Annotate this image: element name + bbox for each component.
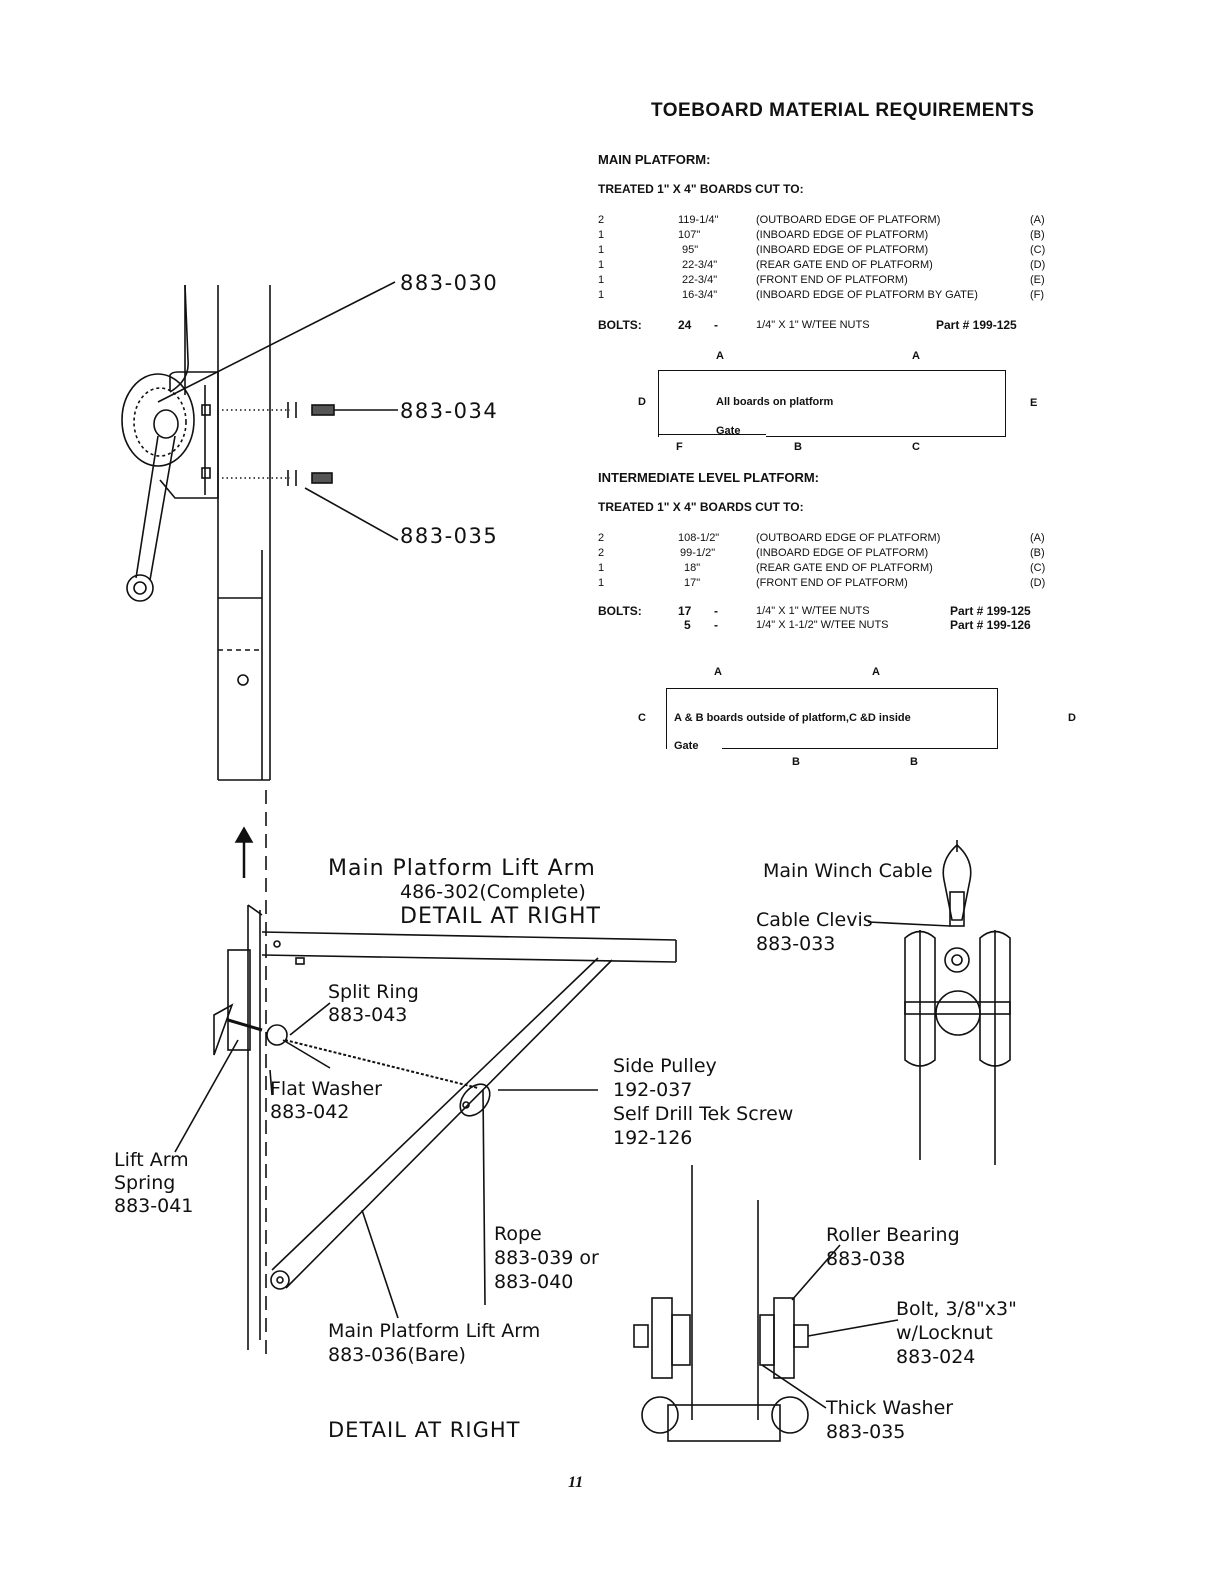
split-ring-pn: 883-043 — [328, 1004, 408, 1026]
bolt-label: w/Locknut — [896, 1322, 993, 1344]
gate-label: Gate — [716, 425, 741, 437]
roller-bearing-pn: 883-038 — [826, 1248, 906, 1270]
roller-detail — [633, 1165, 899, 1442]
intermediate-platform-heading: INTERMEDIATE LEVEL PLATFORM: — [598, 470, 819, 485]
lift-arm-title: Main Platform Lift Arm — [328, 856, 596, 881]
winch-bracket — [159, 371, 219, 499]
label-d: D — [1068, 712, 1076, 724]
platform-outline — [666, 688, 998, 749]
main-platform-heading: MAIN PLATFORM: — [598, 152, 711, 167]
main-platform-bolts: BOLTS: 24 - 1/4" X 1" W/TEE NUTS Part # … — [598, 318, 1017, 332]
spring-label: Spring — [114, 1172, 176, 1194]
rope-label: Rope — [494, 1223, 542, 1245]
spring-pn: 883-041 — [114, 1195, 194, 1217]
platform-bottom-edge — [658, 434, 766, 435]
part-883-034: 883-034 — [400, 399, 499, 423]
bolt-label: Bolt, 3/8"x3" — [896, 1298, 1017, 1320]
winch-drum — [121, 373, 195, 602]
rope-pn: 883-040 — [494, 1271, 574, 1293]
platform-outline — [658, 370, 1006, 437]
label-b: B — [910, 756, 918, 768]
label-a: A — [912, 350, 920, 362]
bolt-row: 5 - 1/4" X 1-1/2" W/TEE NUTS Part # 199-… — [684, 618, 1031, 632]
spring-label: Lift Arm — [114, 1149, 189, 1171]
platform-note: All boards on platform — [716, 396, 834, 408]
platform-note: A & B boards outside of platform,C &D in… — [674, 712, 911, 724]
tek-screw-pn: 192-126 — [613, 1127, 693, 1149]
roller-bearing-label: Roller Bearing — [826, 1224, 960, 1246]
label-b: B — [792, 756, 800, 768]
platform-bottom-edge — [722, 748, 998, 749]
bolt-pn: 883-024 — [896, 1346, 976, 1368]
clevis-label: Cable Clevis — [756, 909, 873, 931]
label-a: A — [716, 350, 724, 362]
label-e: E — [1030, 397, 1038, 409]
label-c: C — [638, 712, 646, 724]
bolt-035 — [287, 470, 399, 541]
intermediate-platform-diagram: A A C D A & B boards outside of platform… — [598, 662, 1098, 772]
side-pulley-pn: 192-037 — [613, 1079, 693, 1101]
page-number: 11 — [568, 1474, 584, 1491]
platform-bottom-edge — [766, 436, 1006, 437]
label-a: A — [872, 666, 880, 678]
main-platform-subheading: TREATED 1" X 4" BOARDS CUT TO: — [598, 182, 804, 196]
label-a: A — [714, 666, 722, 678]
page-title: TOEBOARD MATERIAL REQUIREMENTS — [651, 100, 1035, 121]
bare-arm-pn: 883-036(Bare) — [328, 1344, 466, 1366]
bolt-row: BOLTS: 17 - 1/4" X 1" W/TEE NUTS Part # … — [598, 604, 1031, 618]
winch-post — [184, 285, 271, 781]
tek-screw-label: Self Drill Tek Screw — [613, 1103, 794, 1125]
label-f: F — [676, 441, 683, 453]
detail-at-right-bottom: DETAIL AT RIGHT — [328, 1418, 521, 1442]
intermediate-platform-bolts: BOLTS: 17 - 1/4" X 1" W/TEE NUTS Part # … — [598, 604, 1068, 634]
flat-washer-pn: 883-042 — [270, 1101, 350, 1123]
label-d: D — [638, 396, 646, 408]
bare-arm-label: Main Platform Lift Arm — [328, 1320, 541, 1342]
thick-washer-label: Thick Washer — [826, 1397, 954, 1419]
intermediate-platform-subheading: TREATED 1" X 4" BOARDS CUT TO: — [598, 500, 804, 514]
clevis-detail — [867, 840, 1011, 1165]
part-883-030: 883-030 — [400, 271, 499, 295]
clevis-pn: 883-033 — [756, 933, 836, 955]
flat-washer-label: Flat Washer — [270, 1078, 382, 1100]
lift-arm-complete-pn: 486-302(Complete) — [400, 881, 586, 903]
rope-pn: 883-039 or — [494, 1247, 599, 1269]
lift-arm — [213, 904, 677, 1350]
split-ring-label: Split Ring — [328, 981, 419, 1003]
gate-label: Gate — [674, 740, 699, 752]
bolt-034 — [287, 402, 398, 418]
main-platform-diagram: A A D E All boards on platform Gate F B … — [598, 345, 1058, 460]
winch-cable-label: Main Winch Cable — [763, 860, 933, 882]
label-c: C — [912, 441, 920, 453]
label-b: B — [794, 441, 802, 453]
part-883-035: 883-035 — [400, 524, 499, 548]
thick-washer-pn: 883-035 — [826, 1421, 906, 1443]
detail-at-right: DETAIL AT RIGHT — [400, 904, 601, 929]
side-pulley-label: Side Pulley — [613, 1055, 717, 1077]
